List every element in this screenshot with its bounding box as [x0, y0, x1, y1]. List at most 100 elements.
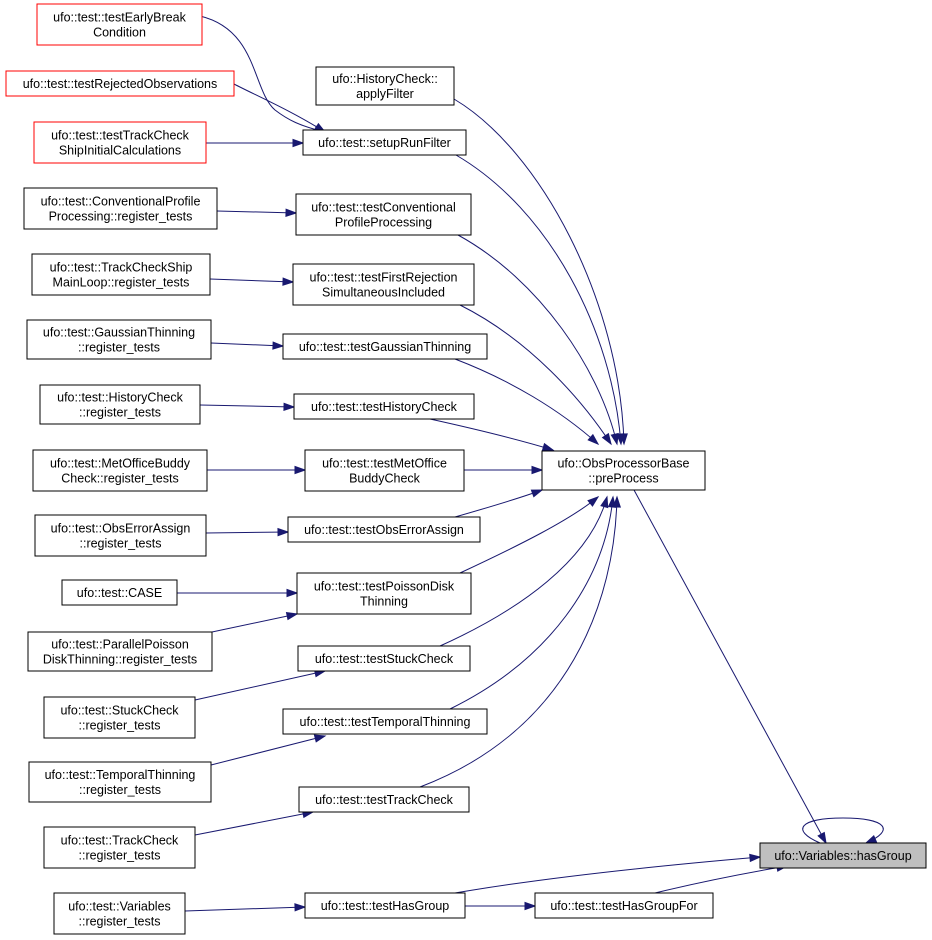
graph-nodes: ufo::test::testEarlyBreakConditionufo::t… [5, 3, 927, 935]
edge-arrowhead [600, 495, 609, 509]
edge-stuck_reg-to-stuck [194, 669, 327, 701]
node-testhasfor[interactable]: ufo::test::testHasGroupFor [534, 892, 714, 919]
node-testhas[interactable]: ufo::test::testHasGroup [304, 892, 466, 919]
node-label-line: ufo::test::testHasGroup [321, 899, 450, 913]
node-label-line: ProfileProcessing [335, 216, 432, 230]
node-label-line: ufo::test::testFirstRejection [310, 271, 458, 285]
node-box [534, 892, 714, 919]
node-hasgroup[interactable]: ufo::Variables::hasGroup [759, 842, 927, 869]
edge-arrowhead [313, 734, 327, 743]
edge-arrowhead [283, 402, 296, 411]
node-label-line: DiskThinning::register_tests [43, 653, 197, 667]
node-hist[interactable]: ufo::test::testHistoryCheck [293, 393, 475, 420]
edge-conv-to-pre [457, 234, 619, 446]
node-stuck-reg[interactable]: ufo::test::StuckCheck::register_tests [43, 696, 196, 739]
node-trackship[interactable]: ufo::test::testTrackCheckShipInitialCalc… [33, 121, 207, 164]
node-box [298, 786, 470, 813]
node-box [39, 384, 201, 425]
node-obserr-reg[interactable]: ufo::test::ObsErrorAssign::register_test… [34, 514, 207, 557]
node-setup[interactable]: ufo::test::setupRunFilter [302, 129, 467, 156]
edge-arrowhead [610, 432, 619, 446]
node-label-line: ufo::test::TrackCheck [61, 834, 179, 848]
edge-arrowhead [531, 465, 544, 475]
node-box [53, 892, 186, 935]
node-temp-reg[interactable]: ufo::test::TemporalThinning::register_te… [28, 761, 212, 803]
node-gauss-reg[interactable]: ufo::test::GaussianThinning::register_te… [26, 319, 212, 360]
node-label-line: Thinning [360, 595, 408, 609]
node-history-apply[interactable]: ufo::HistoryCheck::applyFilter [315, 66, 455, 106]
edge-trackship-to-setup [206, 138, 305, 148]
edge-hist_reg-to-hist [199, 402, 296, 411]
node-conv[interactable]: ufo::test::testConventionalProfileProces… [295, 193, 472, 236]
node-label-line: ufo::test::testTemporalThinning [300, 715, 471, 729]
node-conv-reg[interactable]: ufo::test::ConventionalProfileProcessing… [23, 187, 218, 230]
edge-history_apply-to-pre [453, 98, 628, 446]
node-label-line: ::register_tests [79, 406, 161, 420]
node-label-line: ::register_tests [80, 537, 162, 551]
node-box [304, 892, 466, 919]
edge-arrowhead [612, 495, 622, 508]
edge-conv_reg-to-conv [216, 208, 298, 217]
node-stuck[interactable]: ufo::test::testStuckCheck [297, 645, 471, 672]
node-case[interactable]: ufo::test::CASE [61, 579, 178, 606]
node-label-line: ufo::test::ConventionalProfile [41, 195, 201, 209]
edge-arrowhead [294, 903, 307, 912]
edge-met_reg-to-met [207, 465, 307, 475]
node-label-line: MainLoop::register_tests [53, 276, 190, 290]
node-track[interactable]: ufo::test::testTrackCheck [298, 786, 470, 813]
node-ppd-reg[interactable]: ufo::test::ParallelPoissonDiskThinning::… [27, 631, 213, 672]
node-label-line: ufo::test::testRejectedObservations [23, 77, 218, 91]
node-label-line: ::register_tests [79, 783, 161, 797]
node-label-line: ufo::test::testObsErrorAssign [304, 523, 464, 537]
node-tcs-reg[interactable]: ufo::test::TrackCheckShipMainLoop::regis… [31, 253, 211, 296]
edge-tcs_reg-to-firstrej [209, 277, 295, 286]
node-label-line: ::register_tests [79, 719, 161, 733]
node-label-line: ufo::test::testTrackCheck [51, 129, 190, 143]
edge-arrowhead [864, 834, 878, 844]
node-label-line: ::register_tests [78, 341, 160, 355]
node-label-line: ufo::ObsProcessorBase [557, 457, 689, 471]
edge-arrowhead [294, 465, 307, 475]
node-label-line: ufo::test::testConventional [311, 201, 456, 215]
node-label-line: ufo::test::GaussianThinning [43, 326, 195, 340]
node-gauss[interactable]: ufo::test::testGaussianThinning [282, 333, 488, 360]
edge-testhas-to-hasgroup [454, 853, 762, 894]
node-box [5, 70, 235, 97]
node-label-line: ufo::test::setupRunFilter [318, 136, 451, 150]
edge-arrowhead [524, 901, 537, 911]
node-rejected[interactable]: ufo::test::testRejectedObservations [5, 70, 235, 97]
node-hist-reg[interactable]: ufo::test::HistoryCheck::register_tests [39, 384, 201, 425]
node-box [36, 3, 203, 46]
edge-var_reg-to-testhas [184, 903, 307, 912]
node-label-line: ufo::test::CASE [77, 586, 162, 600]
node-label-line: Condition [93, 26, 146, 40]
node-firstrej[interactable]: ufo::test::testFirstRejectionSimultaneou… [292, 263, 475, 306]
edge-arrowhead [749, 853, 762, 863]
node-obserr[interactable]: ufo::test::testObsErrorAssign [287, 516, 481, 543]
edge-arrowhead [587, 496, 600, 507]
edge-arrowhead [285, 612, 299, 621]
node-pre[interactable]: ufo::ObsProcessorBase::preProcess [541, 450, 706, 491]
node-box [315, 66, 455, 106]
node-label-line: ::register_tests [79, 849, 161, 863]
node-label-line: ufo::test::TemporalThinning [45, 768, 196, 782]
node-label-line: ufo::HistoryCheck:: [332, 72, 438, 86]
edge-testhasfor-to-hasgroup [654, 863, 789, 894]
edge-hist-to-pre [429, 418, 555, 451]
edge-gauss_reg-to-gauss [210, 341, 285, 350]
node-box [295, 193, 472, 236]
node-temporal[interactable]: ufo::test::testTemporalThinning [282, 708, 488, 735]
node-box [43, 696, 196, 739]
edge-testhas-to-testhasfor [465, 901, 537, 911]
node-box [32, 449, 208, 492]
node-label-line: ufo::test::testHistoryCheck [311, 400, 458, 414]
node-track-reg[interactable]: ufo::test::TrackCheck::register_tests [43, 826, 196, 869]
node-label-line: BuddyCheck [349, 472, 421, 486]
edge-arrowhead [587, 433, 600, 446]
node-met-reg[interactable]: ufo::test::MetOfficeBuddyCheck::register… [32, 449, 208, 492]
node-box [304, 449, 465, 492]
node-var-reg[interactable]: ufo::test::Variables::register_tests [53, 892, 186, 935]
